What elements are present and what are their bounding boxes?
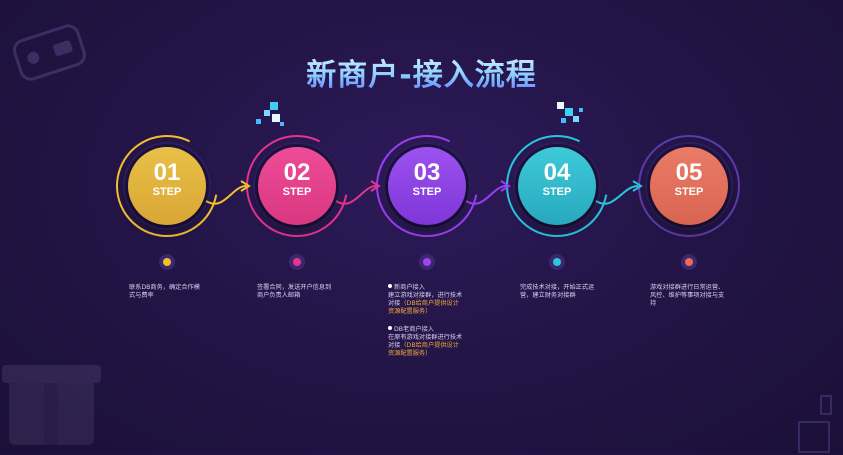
desc-line: 在原有游戏对接群进行技术 bbox=[388, 334, 463, 341]
arrow-2-3 bbox=[335, 185, 377, 205]
step-label: STEP bbox=[412, 186, 442, 198]
page-title: 新商户-接入流程 bbox=[306, 50, 536, 94]
step-number: 03 bbox=[413, 159, 441, 186]
arrowhead-2-3-icon bbox=[370, 180, 381, 192]
step-2-description: 签署合同，发送开户信息到 商户负责人邮箱 bbox=[257, 284, 349, 300]
desc-subtitle: DB老商户接入 bbox=[394, 326, 434, 333]
step-number: 01 bbox=[153, 159, 181, 186]
arrow-4-5 bbox=[595, 185, 639, 205]
desc-line: 签署合同，发送开户信息到 bbox=[257, 284, 332, 291]
step-number: 04 bbox=[543, 159, 571, 186]
desc-note: （DB给商户提供设计 bbox=[400, 342, 459, 349]
ring-step-2 bbox=[246, 135, 348, 237]
desc-line: 对接 bbox=[388, 342, 401, 349]
step-3-description: 新商户接入 建立游戏对接群，进行技术 对接（DB给商户提供设计 资源配置服务） … bbox=[388, 284, 480, 358]
step-1-badge: 01 STEP bbox=[128, 147, 206, 225]
step-label: STEP bbox=[674, 186, 704, 198]
pixel-right-icon bbox=[557, 102, 587, 128]
step-number: 02 bbox=[283, 159, 311, 186]
pixel-left-icon bbox=[256, 102, 286, 128]
gift-box-decoration-icon bbox=[2, 365, 101, 445]
timeline-dots bbox=[159, 254, 697, 270]
title-area: 新商户-接入流程 bbox=[0, 50, 843, 126]
desc-subtitle: 新商户接入 bbox=[394, 284, 425, 291]
arrow-1-2 bbox=[205, 185, 247, 205]
desc-line: 式与费率 bbox=[129, 292, 154, 299]
step-label: STEP bbox=[152, 186, 182, 198]
desc-note: 资源配置服务） bbox=[388, 308, 432, 315]
ring-step-1 bbox=[116, 135, 218, 237]
desc-line: 持 bbox=[650, 300, 657, 307]
arrowhead-4-5-icon bbox=[632, 180, 643, 192]
frame-decoration-icon bbox=[798, 395, 832, 453]
desc-line: 建立游戏对接群，进行技术 bbox=[388, 292, 463, 299]
bullet-icon bbox=[388, 284, 392, 288]
step-3-badge: 03 STEP bbox=[388, 147, 466, 225]
desc-line: 商户负责人邮箱 bbox=[257, 292, 301, 299]
desc-line: 营，建立财务对接群 bbox=[520, 292, 576, 299]
desc-line: 风控、维护等事项对接与支 bbox=[650, 292, 725, 299]
arrowhead-3-4-icon bbox=[500, 180, 511, 192]
step-5-description: 游戏对接群进行日常运营、 风控、维护等事项对接与支 持 bbox=[650, 284, 742, 308]
step-2-badge: 02 STEP bbox=[258, 147, 336, 225]
desc-line: 对接 bbox=[388, 300, 401, 307]
desc-note: 资源配置服务） bbox=[388, 350, 432, 357]
desc-line: 完成技术对接，开始正式运 bbox=[520, 284, 595, 291]
step-label: STEP bbox=[282, 186, 312, 198]
step-5-badge: 05 STEP bbox=[650, 147, 728, 225]
desc-line: 游戏对接群进行日常运营、 bbox=[650, 284, 725, 291]
desc-note: （DB给商户提供设计 bbox=[400, 300, 459, 307]
arrow-3-4 bbox=[465, 185, 507, 205]
step-4-badge: 04 STEP bbox=[518, 147, 596, 225]
arrowhead-1-2-icon bbox=[240, 180, 251, 192]
game-console-decoration-icon bbox=[13, 24, 86, 81]
step-label: STEP bbox=[542, 186, 572, 198]
step-4-description: 完成技术对接，开始正式运 营，建立财务对接群 bbox=[520, 284, 612, 300]
ring-step-3 bbox=[376, 135, 478, 237]
ring-step-5 bbox=[638, 135, 740, 237]
desc-line: 联系DB商务，确定合作模 bbox=[129, 284, 200, 291]
step-1-description: 联系DB商务，确定合作模 式与费率 bbox=[129, 284, 221, 300]
step-number: 05 bbox=[675, 159, 703, 186]
bullet-icon bbox=[388, 326, 392, 330]
